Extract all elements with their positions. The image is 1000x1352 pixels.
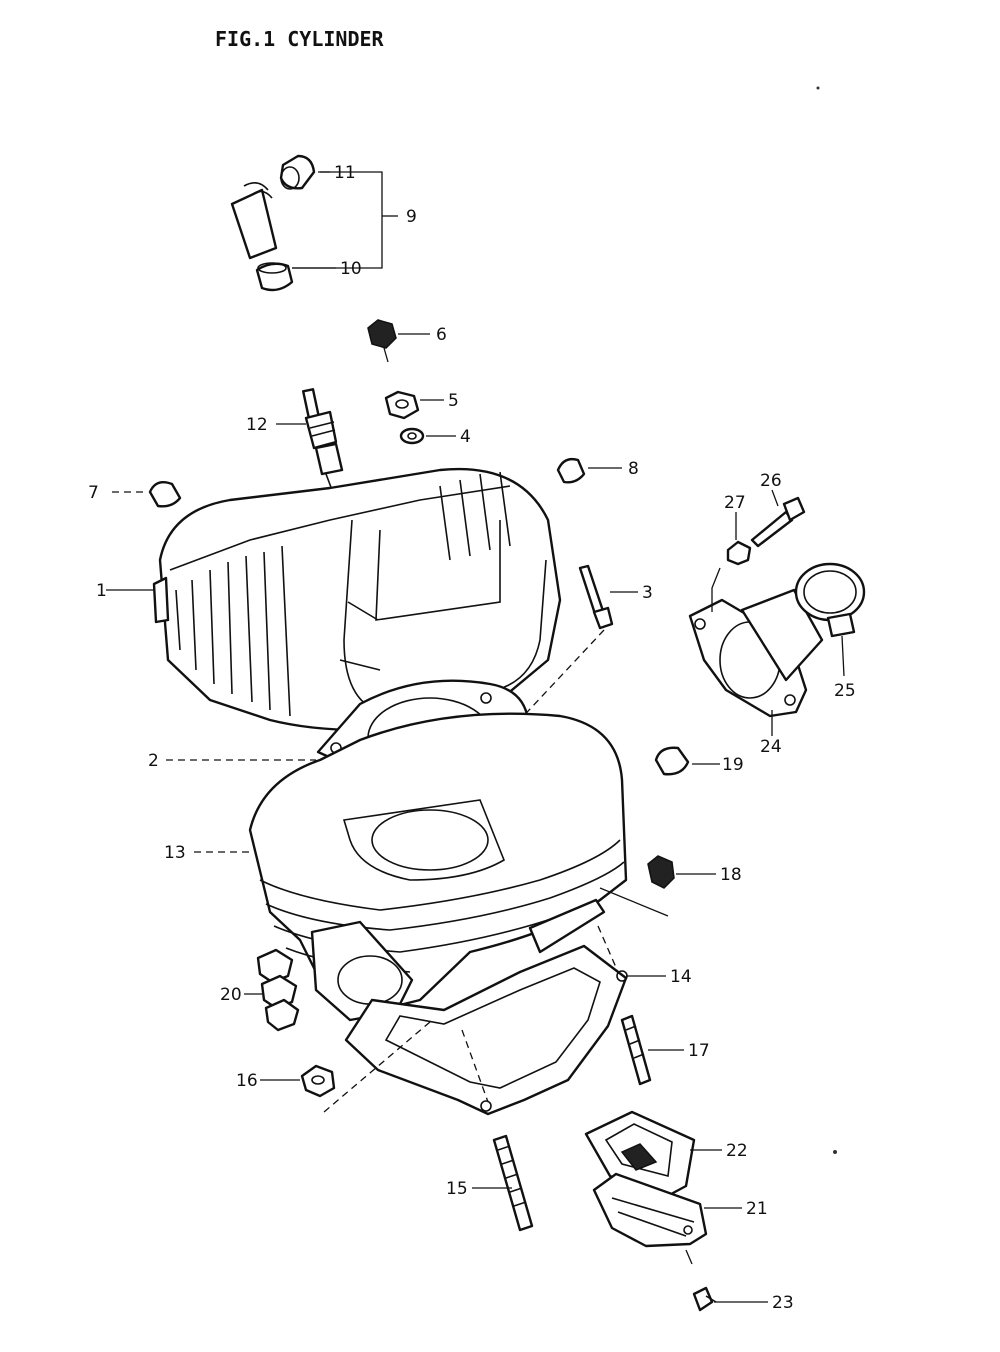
- figure-title: FIG.1 CYLINDER: [215, 27, 385, 51]
- callout-16: 16: [236, 1071, 258, 1091]
- callout-6: 6: [436, 325, 447, 345]
- callout-3: 3: [642, 583, 653, 603]
- part-17-stud: [620, 1014, 652, 1086]
- part-21-reed-block: [592, 1172, 708, 1265]
- leader-26: [771, 489, 779, 507]
- callout-24: 24: [760, 737, 782, 757]
- callout-4: 4: [460, 427, 471, 447]
- callout-2: 2: [148, 751, 159, 771]
- callout-23: 23: [772, 1293, 794, 1313]
- callout-1: 1: [96, 581, 107, 601]
- callout-15: 15: [446, 1179, 468, 1199]
- part-26-bolt: [750, 496, 806, 548]
- leader-15-centerline: [461, 1029, 489, 1103]
- callout-12: 12: [246, 415, 268, 435]
- part-8-cap: [556, 457, 586, 484]
- speck: [833, 1150, 837, 1154]
- part-23-screw: [692, 1286, 717, 1312]
- leader-27-centerline: [711, 567, 721, 612]
- callout-7: 7: [88, 483, 99, 503]
- part-3-stud: [578, 564, 614, 630]
- part-27-nut: [726, 540, 752, 566]
- part-4-washer: [399, 427, 425, 445]
- part-22-reed-valve: [584, 1110, 696, 1202]
- callout-5: 5: [448, 391, 459, 411]
- callout-17: 17: [688, 1041, 710, 1061]
- callout-22: 22: [726, 1141, 748, 1161]
- speck: [816, 86, 820, 90]
- callout-26: 26: [760, 471, 782, 491]
- leader-18-centerline: [599, 887, 669, 917]
- callout-21: 21: [746, 1199, 768, 1219]
- callout-9: 9: [406, 207, 417, 227]
- part-5-nut: [384, 390, 420, 420]
- part-13-cylinder: [248, 712, 628, 1022]
- part-11-bearing: [279, 154, 316, 190]
- callout-10: 10: [340, 259, 362, 279]
- leader-17-centerline: [597, 925, 619, 973]
- part-18-nut: [647, 855, 675, 889]
- part-6-nut: [367, 319, 397, 363]
- part-24-intake-manifold: [688, 588, 824, 718]
- callout-14: 14: [670, 967, 692, 987]
- leader-25: [841, 635, 845, 677]
- callout-19: 19: [722, 755, 744, 775]
- callout-18: 18: [720, 865, 742, 885]
- part-12-spark-plug: [301, 388, 344, 491]
- part-9-piston-pin: [230, 182, 278, 260]
- leader-3-centerline: [515, 629, 605, 725]
- part-20-nut-stack: [256, 948, 300, 1032]
- part-15-stud: [492, 1134, 534, 1232]
- callout-11: 11: [334, 163, 356, 183]
- callout-8: 8: [628, 459, 639, 479]
- part-19-cap: [654, 746, 690, 776]
- callout-13: 13: [164, 843, 186, 863]
- callout-20: 20: [220, 985, 242, 1005]
- callout-25: 25: [834, 681, 856, 701]
- part-25-hose-clamp: [794, 562, 866, 638]
- part-1-cylinder-head: [152, 467, 562, 732]
- leader-9-bracket: [292, 171, 383, 269]
- part-16-nut: [300, 1064, 336, 1098]
- part-7-cap: [148, 481, 182, 508]
- part-10-bushing: [255, 262, 294, 292]
- callout-27: 27: [724, 493, 746, 513]
